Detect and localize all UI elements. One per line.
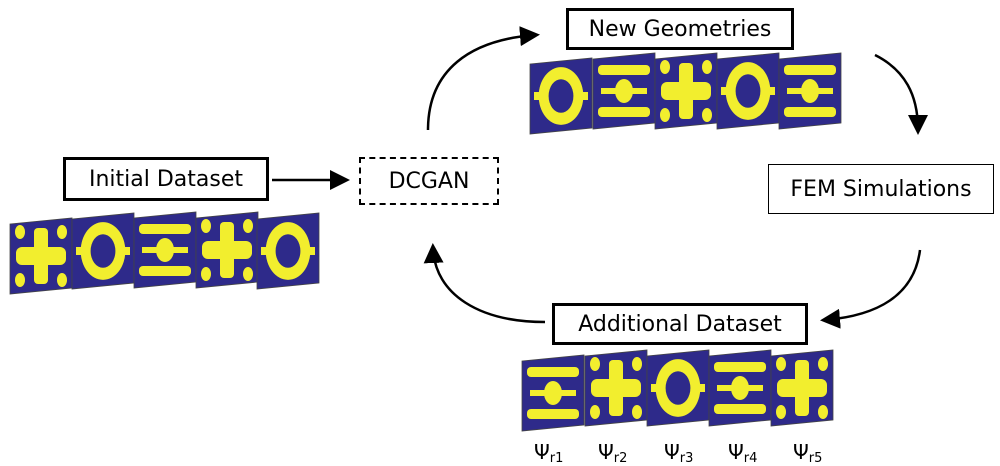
geometry-image-tile	[716, 52, 780, 130]
geometry-image-tile	[778, 52, 842, 130]
new-geometries-box: New Geometries	[566, 8, 794, 50]
geometry-image-tile	[646, 349, 710, 427]
fem-simulations-box: FEM Simulations	[768, 164, 994, 214]
geometry-image-tile	[529, 57, 593, 135]
psi-symbol: Ψ	[664, 440, 680, 464]
psi-label-2: Ψr2	[598, 440, 627, 466]
geometry-image-tile	[654, 52, 718, 130]
geometry-image-tile	[133, 211, 197, 289]
geometry-image-tile	[256, 212, 320, 290]
dcgan-box: DCGAN	[359, 157, 499, 205]
geometry-image-tile	[770, 349, 834, 427]
initial-dataset-images	[9, 211, 320, 295]
additional-dataset-images	[521, 349, 834, 432]
psi-subscript: r2	[613, 451, 628, 466]
new-geometries-images	[529, 52, 842, 135]
psi-label-4: Ψr4	[728, 440, 757, 466]
psi-label-5: Ψr5	[793, 440, 822, 466]
psi-symbol: Ψ	[534, 440, 550, 464]
psi-symbol: Ψ	[793, 440, 809, 464]
geometry-image-tile	[592, 52, 656, 130]
psi-subscript: r5	[808, 451, 823, 466]
psi-subscript: r3	[679, 451, 694, 466]
arrow-additional-dataset-to-dcgan	[423, 243, 546, 324]
initial-dataset-box: Initial Dataset	[63, 157, 269, 201]
psi-subscript: r4	[743, 451, 758, 466]
geometry-image-tile	[71, 212, 135, 290]
geometry-image-tile	[521, 354, 585, 432]
psi-label-3: Ψr3	[664, 440, 693, 466]
psi-symbol: Ψ	[598, 440, 614, 464]
arrow-fem-to-additional-dataset	[820, 249, 922, 329]
geometry-image-tile	[708, 349, 772, 427]
geometry-image-tile	[9, 217, 73, 295]
arrow-dcgan-to-new-geometries	[426, 26, 540, 131]
additional-dataset-box: Additional Dataset	[552, 303, 808, 345]
geometry-image-tile	[195, 211, 259, 289]
psi-symbol: Ψ	[728, 440, 744, 464]
arrow-new-geometries-to-fem	[874, 53, 928, 135]
psi-label-1: Ψr1	[534, 440, 563, 466]
psi-subscript: r1	[549, 451, 564, 466]
geometry-image-tile	[584, 349, 648, 427]
